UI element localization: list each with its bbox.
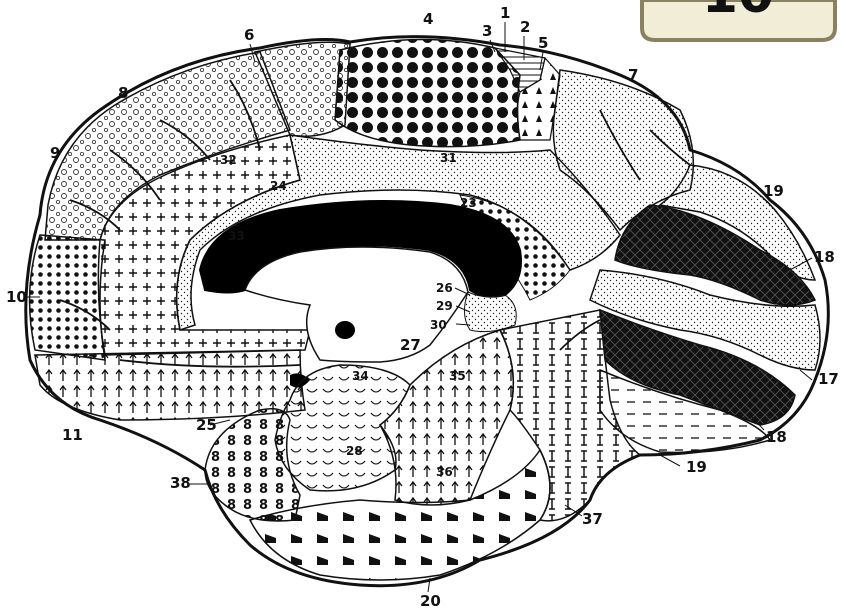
label-3: 3 <box>482 22 492 40</box>
label-34: 34 <box>352 369 369 383</box>
label-28: 28 <box>346 444 363 458</box>
label-27: 27 <box>400 336 421 354</box>
label-37: 37 <box>582 510 603 528</box>
label-33: 33 <box>228 229 245 243</box>
label-7: 7 <box>628 66 638 84</box>
label-11: 11 <box>62 426 83 444</box>
label-26: 26 <box>436 281 453 295</box>
label-19-lower: 19 <box>686 458 707 476</box>
label-18-upper: 18 <box>814 248 835 266</box>
label-10: 10 <box>6 288 27 306</box>
label-25: 25 <box>196 416 217 434</box>
label-24: 24 <box>270 179 287 193</box>
label-8: 8 <box>118 84 128 102</box>
label-17: 17 <box>818 370 839 388</box>
label-20: 20 <box>420 592 441 610</box>
label-23: 23 <box>460 196 477 210</box>
region-26-29-30 <box>464 292 516 332</box>
figure-badge: 10 <box>642 0 835 40</box>
label-1: 1 <box>500 4 510 22</box>
anterior-commissure <box>335 321 355 339</box>
label-36: 36 <box>436 465 453 479</box>
label-32: 32 <box>220 153 237 167</box>
badge-number: 10 <box>702 0 774 25</box>
label-29: 29 <box>436 299 453 313</box>
label-5: 5 <box>538 34 548 52</box>
label-35: 35 <box>449 369 466 383</box>
label-2: 2 <box>520 18 530 36</box>
label-38: 38 <box>170 474 191 492</box>
label-9: 9 <box>50 144 60 162</box>
label-4: 4 <box>423 10 433 28</box>
region-10-dots <box>30 235 105 360</box>
label-18-lower: 18 <box>766 428 787 446</box>
label-30: 30 <box>430 318 447 332</box>
label-19-upper: 19 <box>763 182 784 200</box>
label-31: 31 <box>440 151 457 165</box>
region-4-dense-dots <box>335 39 520 146</box>
label-6: 6 <box>244 26 254 44</box>
